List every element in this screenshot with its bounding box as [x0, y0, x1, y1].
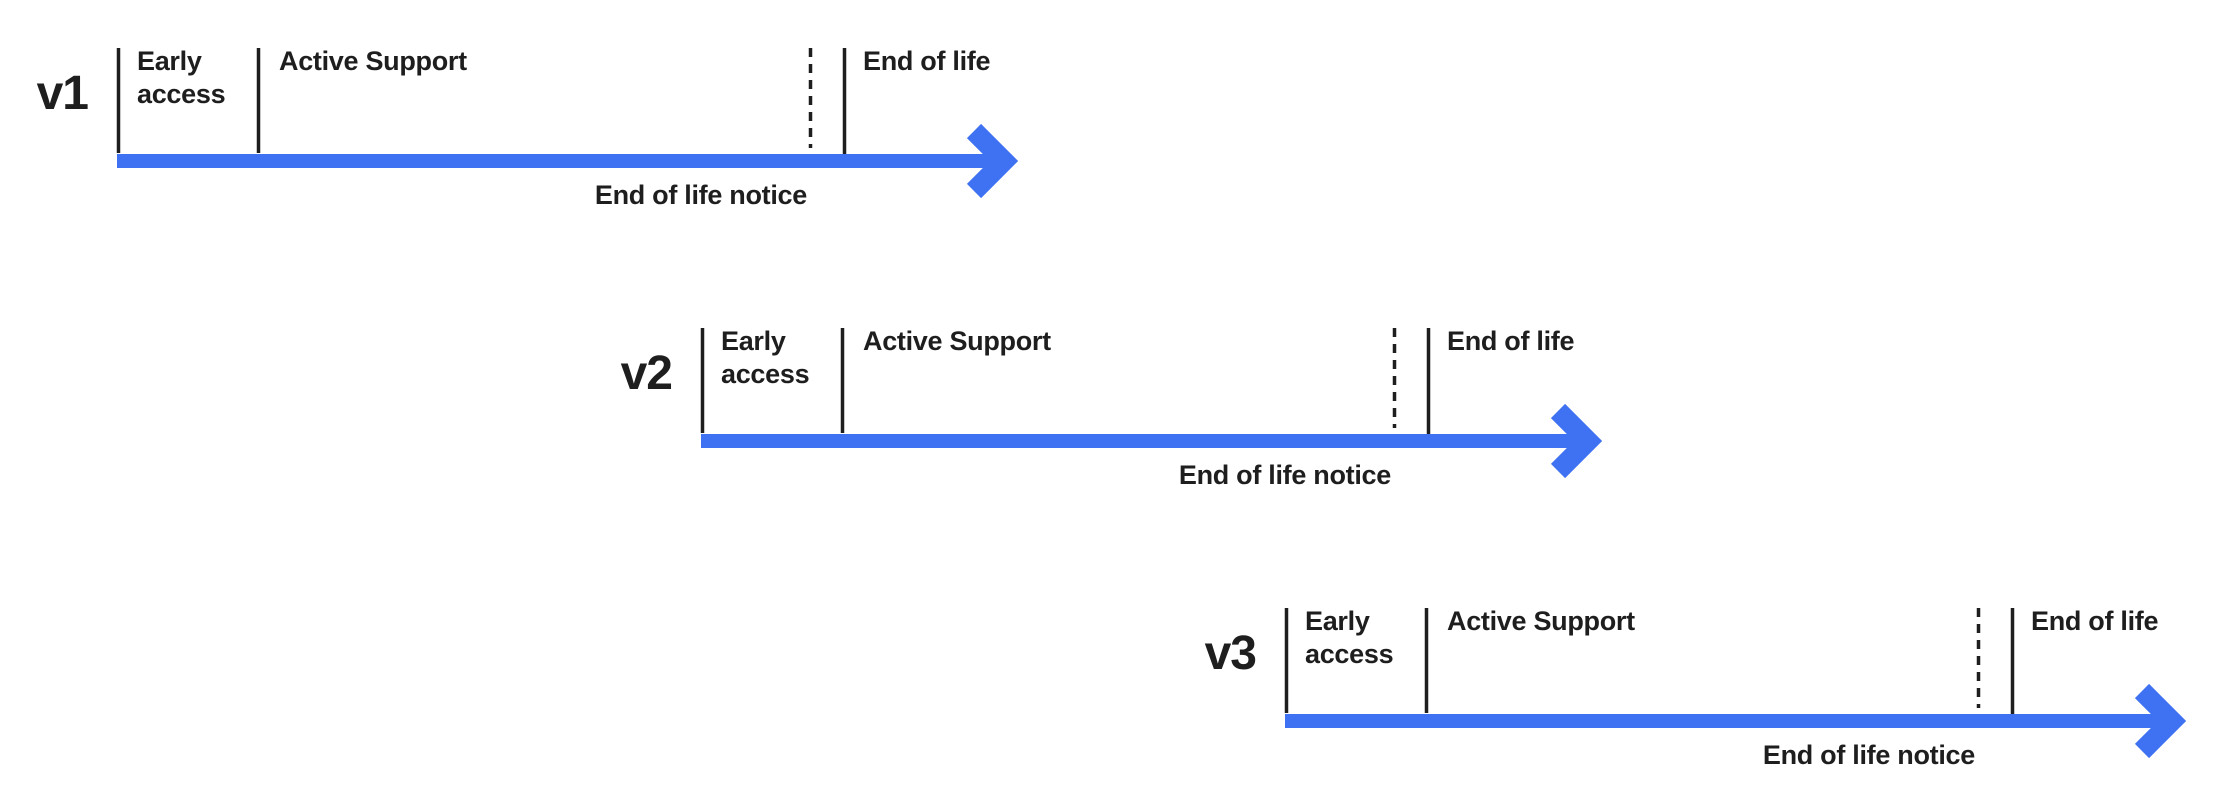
early-access-label: Early access: [721, 326, 810, 389]
version-label: v3: [1204, 627, 1257, 680]
active-support-label: Active Support: [863, 326, 1051, 356]
end-of-life-label: End of life: [1447, 326, 1575, 356]
early-access-label: Early access: [137, 46, 226, 109]
end-of-life-notice-label: End of life notice: [1762, 740, 1975, 770]
active-support-label: Active Support: [279, 46, 467, 76]
end-of-life-label: End of life: [863, 46, 991, 76]
timeline-graphics: [1284, 608, 2187, 759]
timeline-arrow-head: [2134, 683, 2187, 759]
early-access-label: Early access: [1305, 606, 1394, 669]
timeline-arrow-head: [966, 123, 1019, 199]
version-label: v2: [620, 347, 673, 400]
end-of-life-notice-label: End of life notice: [1178, 460, 1391, 490]
timeline-graphics: [700, 328, 1603, 479]
timeline-arrow-head: [1550, 403, 1603, 479]
active-support-label: Active Support: [1447, 606, 1635, 636]
timeline-row-v3: v3 Early access Active Support End of li…: [1201, 600, 2221, 780]
end-of-life-notice-label: End of life notice: [594, 180, 807, 210]
timeline-graphics: [116, 48, 1019, 199]
end-of-life-label: End of life: [2031, 606, 2159, 636]
timeline-row-v2: v2 Early access Active Support End of li…: [617, 320, 1637, 500]
version-label: v1: [36, 67, 89, 120]
timeline-row-v1: v1 Early access Active Support End of li…: [33, 40, 1053, 220]
